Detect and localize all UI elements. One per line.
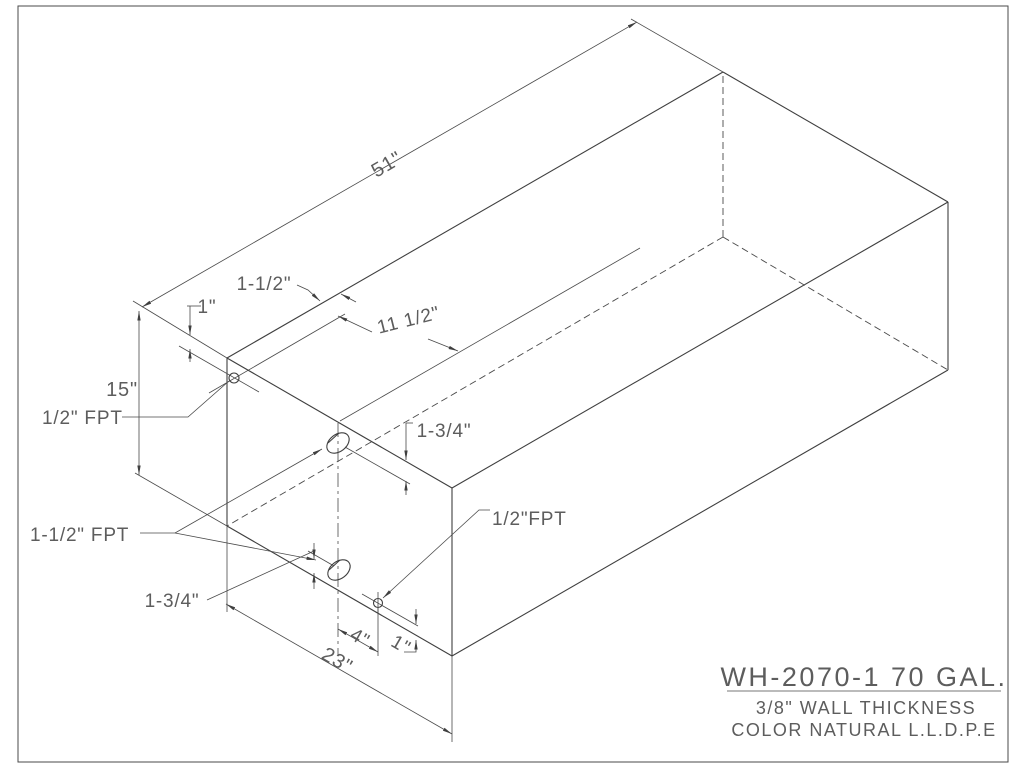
dim-line-23 bbox=[225, 603, 453, 735]
lower-side-fitting bbox=[327, 559, 351, 581]
dim-text-51: 51" bbox=[368, 147, 406, 182]
dim-line-11-5-left bbox=[337, 315, 373, 333]
top-half-fpt-fitting bbox=[228, 372, 240, 384]
dim-1-5-leader bbox=[296, 284, 321, 302]
ext-north-corner bbox=[630, 18, 724, 73]
dim-text-1-top: 1" bbox=[198, 297, 217, 318]
dimension-texts: 51" 15" 23" 11 1/2" 1" 1-1/2" 1-3/4" 1-3… bbox=[106, 147, 471, 678]
bottom-front-right-edge bbox=[451, 369, 949, 657]
dim-text-15: 15" bbox=[106, 379, 138, 401]
label-bottom-half-fpt: 1/2"FPT bbox=[492, 509, 567, 530]
leader-bottom-half-fpt bbox=[382, 509, 490, 599]
lower-side-fitting-detail bbox=[328, 559, 341, 571]
lower-port-centerline bbox=[307, 550, 335, 567]
dim-1-bot-lower-arrow bbox=[404, 640, 418, 653]
sheet-border bbox=[17, 5, 1009, 763]
upper-side-fitting bbox=[326, 432, 350, 454]
tank-hidden-edges bbox=[226, 76, 949, 527]
extension-lines bbox=[132, 18, 724, 742]
label-top-half-fpt: 1/2" FPT bbox=[42, 408, 123, 429]
top-front-right-edge bbox=[451, 201, 949, 489]
dim-text-4: 4" bbox=[346, 624, 373, 652]
dim-text-11-5: 11 1/2" bbox=[375, 303, 442, 339]
label-side-fpt: 1-1/2" FPT bbox=[30, 525, 129, 546]
dim-line-4 bbox=[337, 628, 379, 653]
upper-side-fitting-detail bbox=[327, 432, 340, 444]
dim-1-5-opposing-arrow bbox=[340, 293, 357, 303]
ext-west-bottom bbox=[134, 472, 228, 527]
title-color-material: COLOR NATURAL L.L.D.P.E bbox=[731, 720, 996, 740]
tank-outline bbox=[226, 71, 949, 657]
upper-port-centerline bbox=[344, 446, 411, 485]
leader-top-half-fpt bbox=[122, 380, 230, 418]
dim-text-23: 23" bbox=[318, 643, 356, 678]
fittings bbox=[228, 372, 384, 614]
dim-line-11-5-right bbox=[427, 338, 459, 352]
dim-text-1-5: 1-1/2" bbox=[237, 274, 292, 295]
top-back-right-edge bbox=[722, 71, 949, 203]
fitting-labels: 1/2" FPT 1-1/2" FPT 1/2"FPT bbox=[30, 408, 567, 546]
title-model: WH-2070-1 70 GAL. bbox=[720, 662, 1007, 692]
bottom-fitting-centerline bbox=[361, 593, 419, 627]
hidden-bottom-left-edge bbox=[226, 236, 724, 527]
dim-text-1-75-top: 1-3/4" bbox=[417, 421, 472, 442]
leader-side-fpt-lower bbox=[174, 532, 317, 561]
dim-line-51 bbox=[141, 21, 638, 308]
top-fitting-centerline-long bbox=[208, 313, 346, 394]
top-fitting-centerline-cross bbox=[178, 345, 260, 393]
dim-text-1-75-bottom: 1-3/4" bbox=[145, 591, 200, 612]
hidden-bottom-right-edge bbox=[722, 236, 949, 371]
title-wall-thickness: 3/8" WALL THICKNESS bbox=[756, 698, 976, 718]
dimension-lines bbox=[137, 21, 638, 735]
top-front-left-edge bbox=[226, 357, 453, 489]
bottom-front-left-edge bbox=[226, 525, 453, 657]
ext-west-corner bbox=[132, 300, 228, 359]
dim-text-1-bottom: 1" bbox=[387, 631, 414, 659]
title-block: WH-2070-1 70 GAL. 3/8" WALL THICKNESS CO… bbox=[720, 662, 1007, 740]
leader-lines bbox=[122, 380, 490, 601]
leader-side-fpt-upper bbox=[174, 448, 323, 534]
leader-1-75-bottom bbox=[206, 550, 315, 601]
